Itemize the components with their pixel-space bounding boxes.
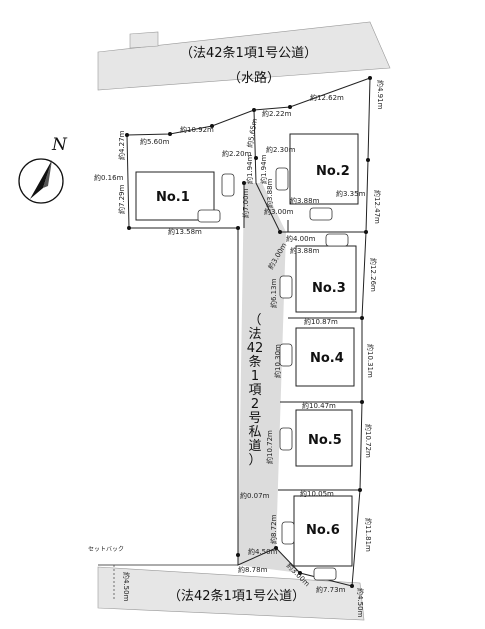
dim-label: 約12.26m: [369, 258, 378, 292]
dim-label: 約10.87m: [304, 317, 338, 326]
dim-label: 約10.92m: [180, 125, 214, 134]
setback-label: セットバック: [88, 546, 124, 553]
dim-label: 約4.00m: [286, 234, 316, 243]
north-label: N: [51, 135, 68, 155]
dim-label: 約12.62m: [310, 93, 344, 102]
dim-label: 約6.13m: [269, 278, 278, 308]
north-pointer-half-icon: [43, 160, 52, 188]
private-road-char: 条: [248, 354, 261, 370]
dim-label: 約1.94m: [245, 154, 254, 184]
dim-label: 約4.50m: [356, 588, 365, 618]
lot-label-no6: No.6: [306, 523, 340, 538]
bottom-road-label: （法42条1項1号公道）: [168, 588, 305, 604]
dim-label: 約10.05m: [300, 489, 334, 498]
private-road-char: （: [248, 313, 261, 328]
private-road-char: 道: [248, 439, 261, 454]
building-no6: [293, 495, 353, 567]
building-no2: [289, 133, 359, 205]
car-icon: [313, 567, 337, 581]
dim-label: 約10.72m: [364, 424, 373, 458]
dim-label: 約7.73m: [316, 585, 346, 594]
bottom-road: [97, 566, 365, 621]
car-icon: [309, 207, 333, 221]
dim-label: 約13.58m: [168, 227, 202, 236]
dim-label: 約10.31m: [366, 344, 375, 378]
dim-label: 約2.20m: [222, 149, 252, 158]
north-arrow: N: [18, 135, 68, 204]
dim-label: 約7.29m: [117, 184, 126, 214]
dim-label: 約10.47m: [302, 401, 336, 410]
north-pointer-icon: [30, 160, 52, 199]
dim-label: 約0.07m: [240, 491, 270, 500]
dim-label: 約5.60m: [140, 137, 170, 146]
lot-label-no2: No.2: [316, 164, 350, 179]
dim-label: 約7.00m: [241, 188, 250, 218]
dim-label: 約3.88m: [290, 246, 320, 255]
top-road-stub: [129, 31, 159, 49]
top-road-label: （法42条1項1号公道）: [180, 45, 317, 61]
dim-label: 約1.94m: [259, 154, 268, 184]
car-icon: [275, 167, 289, 191]
car-icon: [279, 275, 293, 299]
dim-label: 約8.78m: [238, 565, 268, 574]
private-road-char: 私: [248, 425, 261, 440]
dim-label: 約4.50m: [248, 547, 278, 556]
dim-label: 約3.88m: [265, 178, 274, 208]
car-icon: [279, 427, 293, 451]
boundary-points: [125, 76, 372, 588]
car-icons: [197, 167, 349, 581]
private-road-char: 法: [248, 327, 261, 342]
car-icon: [279, 343, 293, 367]
car-icon: [197, 209, 221, 223]
lot-label-no3: No.3: [312, 281, 346, 296]
dim-label: 約4.50m: [122, 572, 131, 602]
dim-label: 約2.22m: [262, 109, 292, 118]
car-icon: [221, 173, 235, 197]
private-road-label: （ 法 42 条 1 項 2 号 私 道 ）: [247, 313, 264, 468]
private-road-char: 項: [248, 383, 261, 398]
dim-label: 約12.47m: [373, 190, 382, 224]
dim-label: 約2.30m: [266, 145, 296, 154]
dim-label: 約0.16m: [94, 173, 124, 182]
private-road-char: 2: [251, 397, 259, 412]
dim-label: 約3.35m: [336, 189, 366, 198]
building-no4: [295, 327, 355, 387]
dim-label: 約11.81m: [364, 518, 373, 552]
dim-label: 約3.88m: [290, 196, 320, 205]
private-road-char: 42: [247, 341, 264, 356]
building-no5: [295, 409, 353, 467]
dim-label: 約4.27m: [117, 130, 126, 160]
lot-label-no4: No.4: [310, 351, 344, 366]
private-road-char: 1: [251, 369, 259, 384]
dim-label: 約8.72m: [269, 514, 278, 544]
car-icon: [325, 233, 349, 247]
dimension-labels: 約4.27m 約5.60m 約10.92m 約5.65m 約2.22m 約12.…: [94, 80, 385, 618]
dim-label: 約4.91m: [376, 80, 385, 110]
private-road-char: 号: [248, 411, 261, 426]
lot-boundaries: [243, 109, 366, 491]
private-road-char: ）: [248, 453, 261, 468]
dim-label: 約5.65m: [245, 118, 259, 149]
building-no3: [295, 245, 357, 313]
dim-label: 約3.00m: [264, 207, 294, 216]
car-icon: [281, 521, 295, 545]
lot-label-no5: No.5: [308, 433, 342, 448]
private-road: [238, 183, 300, 573]
waterway-label: （水路）: [228, 70, 280, 86]
top-road: [97, 21, 391, 91]
dim-label: 約10.30m: [273, 344, 282, 378]
dim-label: 約10.72m: [265, 430, 274, 464]
lot-label-no1: No.1: [156, 190, 190, 205]
